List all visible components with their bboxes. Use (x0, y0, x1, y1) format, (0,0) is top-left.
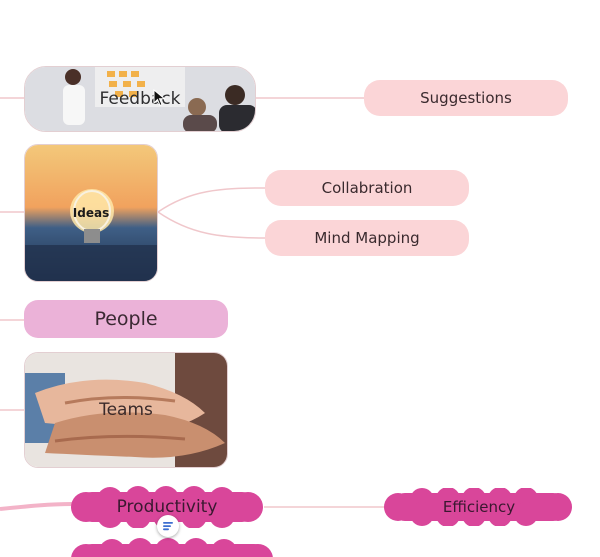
mind-mapping-label: Mind Mapping (314, 229, 420, 247)
productivity-cloud-shape (71, 486, 263, 528)
feedback-label: Feedback (99, 89, 181, 109)
ideas-photo (25, 145, 157, 281)
efficiency-label: Efficiency (442, 498, 516, 516)
feedback-node[interactable]: Feedback (24, 66, 256, 132)
people-node[interactable]: People (24, 300, 228, 338)
efficiency-node[interactable]: Efficiency (382, 488, 576, 526)
connector-ideas-collaboration (157, 187, 266, 213)
productivity-node[interactable]: Productivity (68, 486, 266, 528)
ideas-label: Ideas (72, 206, 110, 220)
teams-node[interactable]: Teams (24, 352, 228, 468)
connector-ideas-mindmapping (157, 211, 266, 239)
feedback-photo (25, 67, 255, 131)
collaboration-node[interactable]: Collabration (265, 170, 469, 206)
note-indicator-button[interactable] (157, 515, 179, 537)
teams-label: Teams (99, 400, 153, 420)
mind-mapping-node[interactable]: Mind Mapping (265, 220, 469, 256)
efficiency-cloud-shape (384, 488, 572, 526)
productivity-label: Productivity (116, 497, 218, 517)
suggestions-node[interactable]: Suggestions (364, 80, 568, 116)
next-cloud-shape (71, 538, 273, 557)
next-cloud-node[interactable] (68, 538, 278, 557)
connector-productivity-left (0, 502, 73, 511)
collaboration-label: Collabration (321, 179, 413, 197)
people-label: People (94, 308, 158, 330)
teams-photo (25, 353, 227, 467)
suggestions-label: Suggestions (420, 89, 512, 107)
mouse-pointer-icon (153, 89, 166, 107)
ideas-node[interactable]: Ideas (24, 144, 158, 282)
note-lines-icon (163, 522, 173, 531)
